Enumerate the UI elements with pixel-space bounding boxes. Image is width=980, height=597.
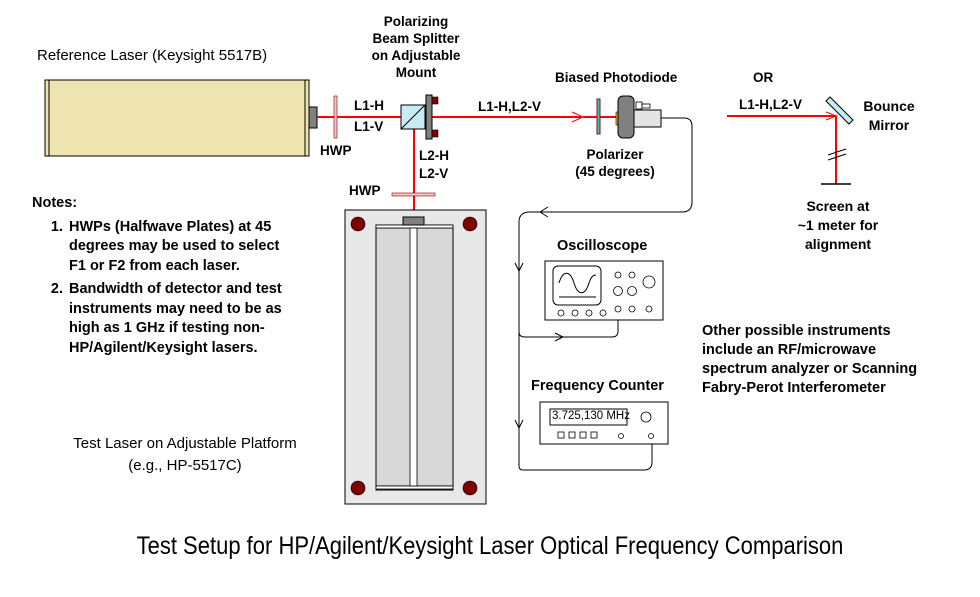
photodiode xyxy=(615,95,662,139)
bounce-mirror xyxy=(821,96,854,185)
bounce-mirror-label: Bounce Mirror xyxy=(850,97,928,135)
or-label: OR xyxy=(753,70,774,85)
screen-label-line: Screen at xyxy=(806,198,870,214)
note-line: F1 or F2 from each laser. xyxy=(69,257,240,274)
platform-bolt-icon xyxy=(462,480,478,496)
beam-label-combined: L1-H,L2-V xyxy=(478,99,542,114)
beam-label-l2v: L2-V xyxy=(419,166,449,181)
other-instruments-line: include an RF/microwave xyxy=(702,342,877,358)
frequency-counter-display: 3.725,130 MHz xyxy=(552,410,630,422)
bounce-mirror-label-line: Mirror xyxy=(868,117,910,133)
oscilloscope-screen xyxy=(552,265,602,306)
polarizer-label: Polarizer (45 degrees) xyxy=(560,146,670,180)
test-laser-label-line: Test Laser on Adjustable Platform xyxy=(73,435,297,452)
oscilloscope xyxy=(544,260,664,321)
beam-label-l1v: L1-V xyxy=(354,119,384,134)
other-instruments-line: Other possible instruments xyxy=(702,323,891,339)
photodiode-housing xyxy=(633,109,662,128)
note-line: HP/Agilent/Keysight lasers. xyxy=(69,339,258,356)
other-instruments-line: Fabry-Perot Interferometer xyxy=(702,380,886,396)
frequency-counter-display-box xyxy=(549,408,628,426)
platform-bolt-icon xyxy=(350,216,366,232)
notes-heading: Notes: xyxy=(32,195,78,211)
notes: Notes: HWPs (Halfwave Plates) at 45 degr… xyxy=(32,194,282,362)
beam-splitter-mount xyxy=(425,94,433,140)
test-laser-platform xyxy=(344,209,487,505)
frequency-counter-label: Frequency Counter xyxy=(531,378,664,394)
beam-splitter-label-line: on Adjustable xyxy=(371,48,461,63)
beam-splitter-label-line: Beam Splitter xyxy=(372,31,460,46)
bias-connector-icon xyxy=(641,103,651,109)
mount-screw-icon xyxy=(431,96,439,105)
note-line: HWPs (Halfwave Plates) at 45 xyxy=(69,218,272,235)
counter-knob-icon xyxy=(640,411,652,423)
platform-bolt-icon xyxy=(350,480,366,496)
reference-laser-body xyxy=(44,79,310,157)
frequency-counter xyxy=(539,401,669,445)
polarizer-icon xyxy=(596,98,601,135)
cable-arrow-icon xyxy=(539,206,549,218)
cable-arrow-icon xyxy=(514,419,524,430)
beam-splitter-label-line: Polarizing xyxy=(383,14,449,29)
cable-arrow-icon xyxy=(554,332,565,342)
other-instruments-note: Other possible instruments include an RF… xyxy=(702,322,917,398)
photodiode-body xyxy=(617,95,635,139)
reference-laser xyxy=(44,79,318,157)
other-instruments-line: spectrum analyzer or Scanning xyxy=(702,361,918,377)
bounce-mirror-icon xyxy=(825,96,854,125)
reference-laser-label: Reference Laser (Keysight 5517B) xyxy=(37,47,268,64)
hwp-test-label: HWP xyxy=(349,183,381,198)
waveform-icon xyxy=(558,272,597,294)
hwp-reference-label: HWP xyxy=(320,143,352,158)
test-laser-label-line: (e.g., HP-5517C) xyxy=(128,457,242,474)
reference-laser-aperture xyxy=(308,106,318,129)
note-line: instruments may need to be as xyxy=(69,300,282,317)
beam-label-l2h: L2-H xyxy=(419,148,449,163)
cable-main xyxy=(518,117,693,471)
screen-label: Screen at ~1 meter for alignment xyxy=(783,197,893,254)
beam-label-l1h: L1-H xyxy=(354,98,384,113)
oscilloscope-knobs xyxy=(557,271,656,317)
beam-splitter-label-line: Mount xyxy=(395,65,437,80)
platform-bolt-icon xyxy=(462,216,478,232)
bounce-mirror-label-line: Bounce xyxy=(863,98,915,114)
mount-screw-icon xyxy=(431,129,439,138)
hwp-reference-icon xyxy=(333,95,338,139)
oscilloscope-label: Oscilloscope xyxy=(557,238,648,254)
note-item: Bandwidth of detector and test instrumen… xyxy=(67,280,282,358)
test-laser-aperture xyxy=(402,216,425,226)
cable-arrow-icon xyxy=(514,262,524,273)
polarizer-label-line: (45 degrees) xyxy=(575,164,655,179)
beam-label-combined-alt: L1-H,L2-V xyxy=(739,97,803,112)
polarizer-label-line: Polarizer xyxy=(586,147,644,162)
note-item: HWPs (Halfwave Plates) at 45 degrees may… xyxy=(67,218,282,277)
beam-splitter xyxy=(400,94,439,140)
screen-label-line: ~1 meter for xyxy=(797,217,879,233)
diagram-title: Test Setup for HP/Agilent/Keysight Laser… xyxy=(136,532,844,560)
note-line: Bandwidth of detector and test xyxy=(69,281,282,297)
test-laser-label: Test Laser on Adjustable Platform (e.g.,… xyxy=(30,433,340,477)
signal-cables xyxy=(514,117,693,471)
screen-label-line: alignment xyxy=(804,236,872,252)
note-line: degrees may be used to select xyxy=(69,238,280,254)
cable-scope xyxy=(518,312,619,338)
note-line: high as 1 GHz if testing non- xyxy=(69,320,265,336)
laser-beams xyxy=(317,111,838,216)
hwp-test-icon xyxy=(391,192,436,197)
beam-splitter-label: Polarizing Beam Splitter on Adjustable M… xyxy=(366,13,466,81)
photodiode-label: Biased Photodiode xyxy=(555,70,678,85)
